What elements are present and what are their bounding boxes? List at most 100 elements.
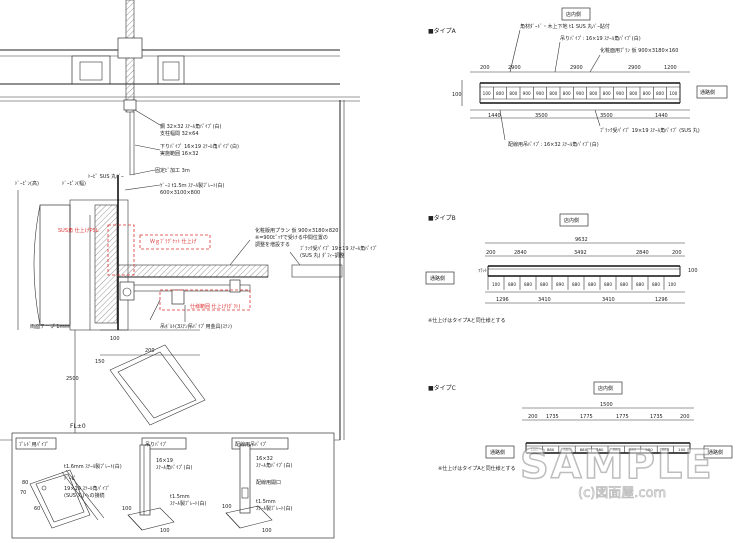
plan-cell-dim: 890: [556, 282, 564, 287]
label-anchor: 吊ﾎﾞﾙﾄ(3ｽﾃﾝ): [160, 323, 190, 330]
type-b-room-label: 店内側: [564, 217, 579, 224]
plan-cell-dim: 100: [678, 447, 686, 452]
type-a-top-dim-4: 1200: [664, 65, 677, 71]
type-c-top-dim-5: 200: [680, 414, 690, 420]
label-upper-plate: 鋼 32×32 ｽﾃｰﾙ角ﾊﾟｲﾌﾟ(白): [160, 123, 222, 130]
watermark-main: SAMPLE: [520, 442, 714, 488]
type-c-top-dim-2: 1775: [580, 414, 593, 420]
detail-1-label-1: ﾄﾞｰﾋﾟ: [64, 475, 77, 482]
plan-cell-dim: 880: [547, 447, 555, 452]
plan-cell-dim: 880: [652, 282, 660, 287]
plan-cell-dim: 880: [572, 282, 580, 287]
detail-2-label-2: t1.5mm: [170, 494, 190, 500]
plan-cell-dim: 800: [549, 91, 557, 96]
type-c-total: 1500: [600, 402, 613, 408]
dim-2500: 2500: [66, 376, 79, 382]
details-labels: ﾌﾟﾚﾄﾞ用ﾊﾟｲﾌﾟ 吊りﾊﾟｲﾌﾟ 配線用吊ﾊﾟｲﾌﾟ t1.6mm ｽﾃｰ…: [19, 441, 292, 534]
type-b-top-dim-3: 2840: [636, 250, 649, 256]
label-board-note-2: ※=900ﾋﾟｯﾁで受ける中間位置の: [255, 234, 328, 241]
label-red-note-3: 仕様範囲 仕上げ(ﾀﾞｸﾄ): [190, 303, 241, 310]
type-b-total: 9632: [575, 237, 588, 243]
detail-3-label-4: ｽﾃｰﾙ製ﾌﾟﾚｰﾄ(白): [256, 505, 292, 512]
detail-1-dim-2: 60: [34, 506, 40, 512]
plan-cell-dim: 880: [636, 282, 644, 287]
detail-1-label-2: 19×19 ｽﾃｰﾙ角ﾊﾟｲﾌﾟ: [64, 485, 110, 492]
type-b-side-dim-1: 100: [688, 268, 698, 274]
type-a-bottom-dim-0: 1440: [488, 113, 501, 119]
plan-cell-dim: 800: [589, 91, 597, 96]
plan-cell-dim: 900: [536, 91, 544, 96]
plan-cell-dim: 800: [629, 91, 637, 96]
type-a-bottom-dim-2: 3500: [600, 113, 613, 119]
dim-100: 100: [110, 336, 120, 342]
plan-cell-dim: 880: [563, 447, 571, 452]
type-b-title: ■タイプB: [428, 214, 456, 222]
detail-3-label-1: ｽﾃｰﾙ角ﾊﾟｲﾌﾟ(白): [256, 462, 292, 469]
type-c-aisle-label-right: 通路側: [708, 449, 723, 456]
plan-cell-dim: 900: [576, 91, 584, 96]
type-a-bottom-note-2: ﾌﾟﾗｯｸ受ﾊﾟｲﾌﾟ 19×19 ｽﾃｰﾙ角ﾊﾟｲﾌﾟ (SUS 丸): [600, 127, 700, 134]
plan-cell-dim: 880: [508, 282, 516, 287]
watermark-sub: (c)図面屋.com: [578, 486, 666, 501]
plan-cell-dim: 880: [604, 282, 612, 287]
label-rail-pipe: 下りﾊﾟｲﾌﾟ 16×19 ｽﾃｰﾙ角ﾊﾟｲﾌﾟ(白): [160, 143, 239, 150]
label-red-note-1: SUS角 仕上げPSL: [58, 227, 99, 234]
plan-cell-dim: 880: [662, 447, 670, 452]
label-end-tape: 両面テープ 1ｍｍ: [30, 324, 69, 330]
type-c-top-dim-4: 1735: [650, 414, 663, 420]
type-b-top-dim-0: 200: [486, 250, 496, 256]
type-a-note-3: 化粧面用ﾌﾟﾗﾝ 仮 900×3180×160: [600, 47, 678, 54]
type-c-top-dim-1: 1735: [546, 414, 559, 420]
type-b-bottom-dim-0: 1296: [496, 297, 509, 303]
type-b-aisle-label: 通路側: [430, 275, 445, 282]
type-b-top-dim-1: 2840: [514, 250, 527, 256]
label-bracket: 吊ﾊﾟｲﾌﾟ用金具(ｽﾃﾝ): [188, 323, 232, 330]
label-board-note-3: 調整を増設する: [255, 241, 290, 248]
detail-2-label-0: 16×19: [156, 458, 173, 464]
type-b-side-dim-0: ﾌﾗｯﾄ: [478, 268, 487, 274]
label-rail-note: ﾌﾞﾗｯｸ受ﾊﾟｲﾌﾟ 19×19 ｽﾃｰﾙ角ﾊﾟｲﾌﾟ: [300, 245, 378, 252]
details-panel: [11, 432, 335, 539]
type-b-note: ※仕上げはタイプAと同仕様とする: [428, 317, 505, 324]
type-a-top-dim-0: 200: [480, 65, 490, 71]
plan-cell-dim: 880: [540, 282, 548, 287]
type-c-top-dim-0: 200: [528, 414, 538, 420]
label-fixing: 固定ﾋﾞ加工 3ｍ: [155, 167, 190, 174]
type-a-side-dim: 100: [452, 92, 462, 98]
type-b-bottom-dim-3: 1296: [655, 297, 668, 303]
detail-3-label-3: t1.5mm: [256, 499, 276, 505]
plan-cell-dim: 900: [523, 91, 531, 96]
detail-3-title: 配線用吊ﾊﾟｲﾌﾟ: [235, 441, 268, 448]
label-plate-size: 600×3100×800: [160, 190, 200, 196]
plan-cell-dim: 100: [668, 282, 676, 287]
plan-cell-dim: 100: [492, 282, 500, 287]
type-a-aisle-label: 通路側: [700, 89, 715, 96]
watermark: SAMPLE (c)図面屋.com: [519, 441, 714, 501]
type-b-labels: ■タイプB 店内側 通路側 9632 200 2840 3492 2840 20…: [428, 214, 698, 324]
label-top-dim-1: ﾄﾞｰﾋﾟﾝ(幅): [62, 180, 86, 187]
plan-cell-dim: 100: [531, 447, 539, 452]
label-board-note-1: 化粧版用プラン 仮 900×3180×820: [255, 227, 338, 234]
detail-1-label-3: (SUS 丸)への接続: [64, 492, 105, 499]
plan-cell-dim: 880: [580, 447, 588, 452]
section-view: [0, 0, 360, 441]
detail-1-label-0: t1.6mm ｽﾃｰﾙ製ﾌﾟﾚｰﾄ(白): [64, 463, 122, 470]
plan-cell-dim: 100: [483, 91, 491, 96]
detail-1-title: ﾌﾟﾚﾄﾞ用ﾊﾟｲﾌﾟ: [19, 441, 49, 448]
label-sus-bar: ﾄｰﾋﾟ SUS 丸ﾊﾞｰ: [88, 173, 124, 180]
type-a-top-dim-3: 2900: [628, 65, 641, 71]
plan-cell-dim: 880: [596, 447, 604, 452]
type-b-bottom-dim-2: 3410: [602, 297, 615, 303]
type-c-top-dim-3: 1775: [616, 414, 629, 420]
type-c-title: ■タイプC: [428, 384, 456, 392]
dim-150: 150: [95, 359, 105, 365]
type-c-note: ※仕上げはタイプAと同仕様とする: [438, 465, 515, 472]
label-rail-pipe-sub: 実施範囲 16×32: [160, 150, 199, 157]
plan-cell-dim: 800: [656, 91, 664, 96]
plan-cell-dim: 800: [563, 91, 571, 96]
label-steel-plate: ｹﾞｰｽ t1.5ｍ ｽﾃｰﾙ製ﾌﾟﾚｰﾄ(白): [160, 182, 225, 189]
detail-3-label-0: 16×32: [256, 456, 273, 462]
